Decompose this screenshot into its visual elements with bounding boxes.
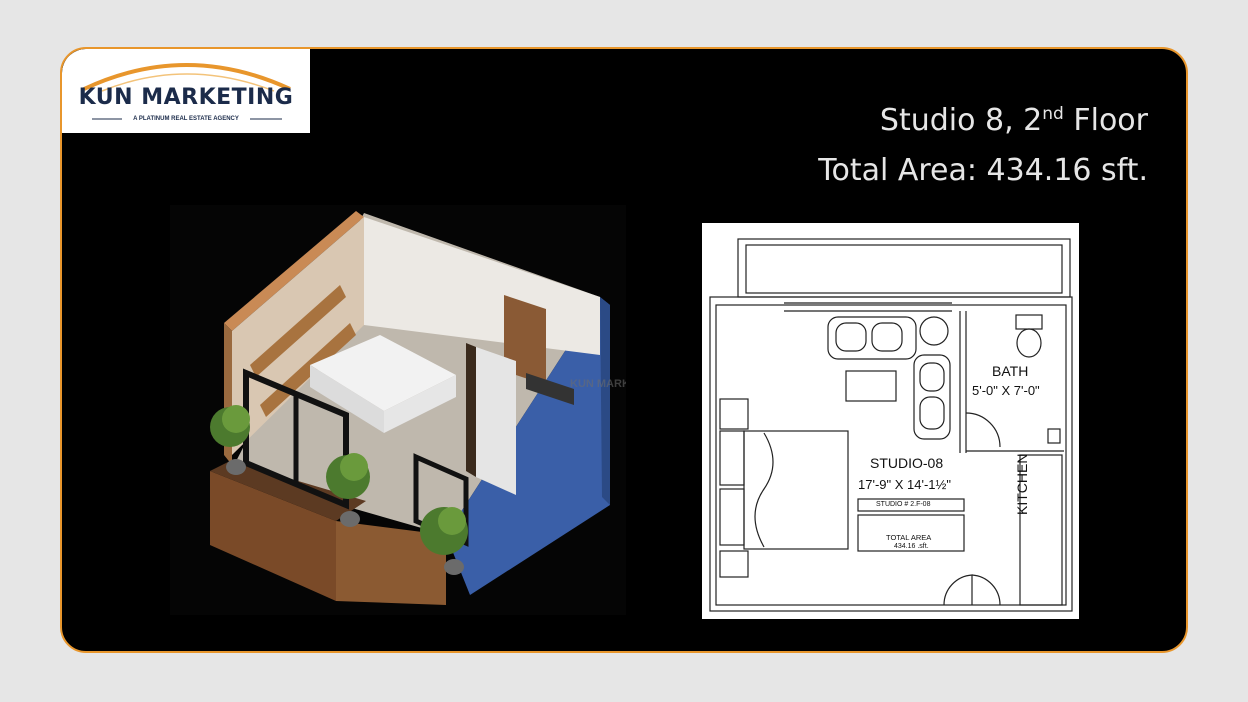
studio-label: STUDIO-08 [870,455,944,471]
floor-plan: BATH 5'-0" X 7'-0" STUDIO-08 17'-9" X 14… [702,223,1079,619]
kitchen-label: KITCHEN [1014,453,1030,515]
render-watermark: KUN MARKETING [570,378,626,390]
bath-label: BATH [992,363,1029,379]
brand-logo: KUN MARKETING A PLATINUM REAL ESTATE AGE… [62,49,310,133]
isometric-render-image: KUN MARKETING [170,205,626,615]
studio-size: 17'-9" X 14'-1½" [858,477,951,492]
total-area-label: TOTAL AREA [886,533,932,542]
studio-code: STUDIO # 2.F-08 [876,501,931,508]
unit-title: Studio 8, 2nd Floor [880,105,1148,137]
unit-title-main: Studio 8, 2 [879,103,1043,138]
total-area-value: 434.16 .sft. [894,543,929,550]
total-area-heading: Total Area: 434.16 sft. [818,153,1148,188]
unit-title-floor: Floor [1063,103,1148,138]
listing-card: KUN MARKETING A PLATINUM REAL ESTATE AGE… [60,47,1188,653]
brand-tagline: A PLATINUM REAL ESTATE AGENCY [133,116,239,122]
bath-size: 5'-0" X 7'-0" [972,383,1040,398]
floor-plan-drawing [709,238,1073,612]
logo-arc-icon [83,63,291,120]
unit-title-suffix: nd [1042,104,1064,124]
brand-name: KUN MARKETING [78,85,294,110]
